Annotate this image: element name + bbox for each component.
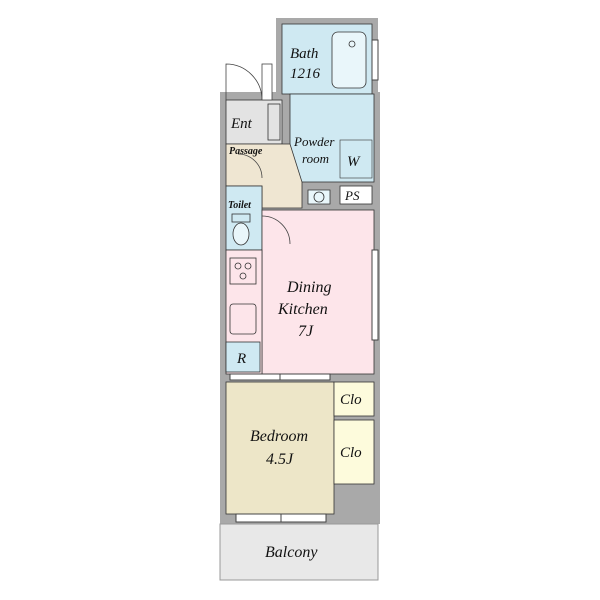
dining-label-1: Dining (286, 279, 331, 296)
entrance-label: Ent (230, 116, 253, 132)
bath-size-label: 1216 (290, 66, 321, 82)
kitchen-sink-icon (229, 303, 257, 335)
passage-door-swing (237, 153, 263, 179)
openings (229, 39, 379, 523)
wash-basin-icon (307, 189, 331, 205)
bath-window (371, 39, 379, 81)
washer-area (339, 139, 373, 179)
toilet-label: Toilet (228, 200, 252, 211)
fixtures (229, 31, 367, 335)
closet-bottom-label: Clo (340, 445, 362, 461)
toilet-door-swing (261, 215, 291, 245)
shoe-cabinet-icon (267, 103, 281, 141)
bedroom-size-label: 4.5J (266, 451, 294, 468)
toilet-bowl-icon (232, 222, 250, 246)
basin-bowl-icon (313, 191, 325, 203)
entrance-door-leaf (261, 63, 273, 101)
entrance-door-swing (225, 63, 263, 101)
ps-shaft (339, 185, 373, 205)
dining-kitchen (261, 209, 375, 375)
powder-room-label-2: room (302, 151, 329, 166)
burner-2-icon (244, 262, 252, 270)
ps-label: PS (344, 188, 360, 203)
doors (225, 63, 291, 245)
balcony-label: Balcony (265, 544, 318, 561)
bathtub-icon (331, 31, 367, 89)
fridge-space (225, 341, 261, 373)
washer-label: W (347, 154, 361, 170)
dining-size-label: 7J (298, 323, 314, 340)
dining-window (371, 249, 379, 341)
burner-3-icon (239, 272, 247, 280)
closet-top (333, 381, 375, 417)
bath-label: Bath (290, 46, 318, 62)
balcony-area (219, 523, 379, 581)
passage-label: Passage (229, 146, 263, 157)
powder-room-label-1: Powder (293, 134, 335, 149)
toilet-tank-icon (231, 213, 251, 223)
dining-label-2: Kitchen (277, 301, 328, 318)
fridge-label: R (236, 351, 246, 367)
closet-bottom (333, 419, 375, 485)
stove-icon (229, 257, 257, 285)
bath-drain-icon (348, 40, 356, 48)
bedroom-label: Bedroom (250, 428, 308, 445)
burner-1-icon (234, 262, 242, 270)
bedroom-room (225, 381, 335, 515)
closet-top-label: Clo (340, 392, 362, 408)
